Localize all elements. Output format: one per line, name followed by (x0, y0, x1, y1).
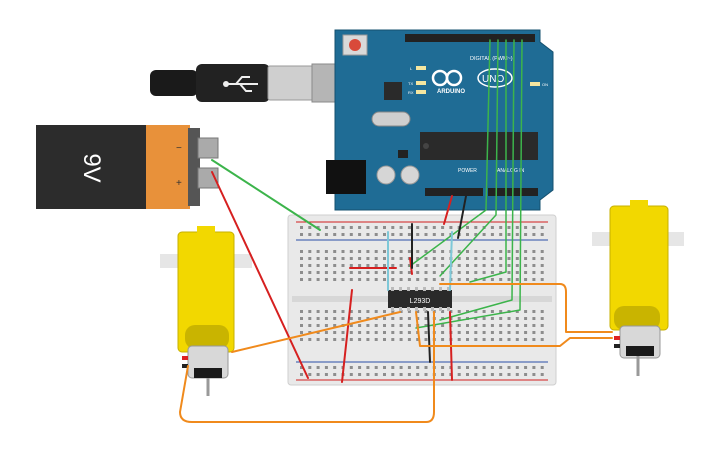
battery-9v[interactable]: 9V − + (36, 125, 219, 209)
digital-label: DIGITAL (PWM~) (470, 56, 513, 62)
jumper-cyan-2 (449, 231, 453, 291)
svg-text:TX: TX (408, 81, 413, 86)
power-header (425, 188, 483, 196)
digital-header (405, 34, 535, 42)
arduino-logo: ARDUINO UNO (431, 68, 513, 95)
wire-motor-left-b (179, 311, 435, 423)
battery-plus: + (176, 178, 182, 189)
wire-signal-1 (409, 39, 491, 267)
wires (179, 39, 613, 423)
wire-signal-2 (439, 39, 499, 277)
wire-battery-positive (211, 171, 309, 379)
wire-gnd (457, 195, 467, 239)
jumper-red-2 (341, 289, 353, 383)
battery-label: 9V (78, 153, 105, 182)
wire-motor-left-a (231, 311, 401, 353)
svg-text:L: L (410, 66, 413, 71)
status-leds: L TX RX ON (408, 66, 548, 95)
usb-cable[interactable] (150, 63, 349, 103)
svg-text:RX: RX (408, 90, 414, 95)
wire-signal-4 (439, 39, 515, 321)
jumper-black-2 (427, 311, 431, 363)
chip-label: L293D (410, 298, 431, 305)
analog-label: ANALOG IN (497, 168, 525, 174)
usb-icon (223, 76, 258, 92)
svg-text:UNO: UNO (482, 74, 504, 85)
battery-minus: − (176, 143, 182, 154)
svg-text:ARDUINO: ARDUINO (437, 89, 465, 95)
reset-button[interactable] (342, 34, 368, 56)
left-dc-motor[interactable] (160, 226, 252, 396)
svg-text:ON: ON (542, 82, 548, 87)
wire-signal-3 (469, 39, 507, 283)
arduino-board[interactable]: DIGITAL (PWM~) ARDUINO UNO L TX RX ON (326, 29, 554, 211)
power-jack (326, 160, 366, 194)
power-label: POWER (458, 168, 477, 174)
l293d-chip[interactable]: L293D (388, 287, 452, 311)
wire-motor-right-b (439, 283, 613, 333)
right-dc-motor[interactable] (592, 200, 684, 376)
wire-5v (443, 195, 453, 225)
microcontroller-chip (420, 132, 538, 160)
wire-battery-negative (211, 159, 321, 231)
wire-motor-right-a (415, 311, 613, 347)
crystal (371, 111, 411, 127)
